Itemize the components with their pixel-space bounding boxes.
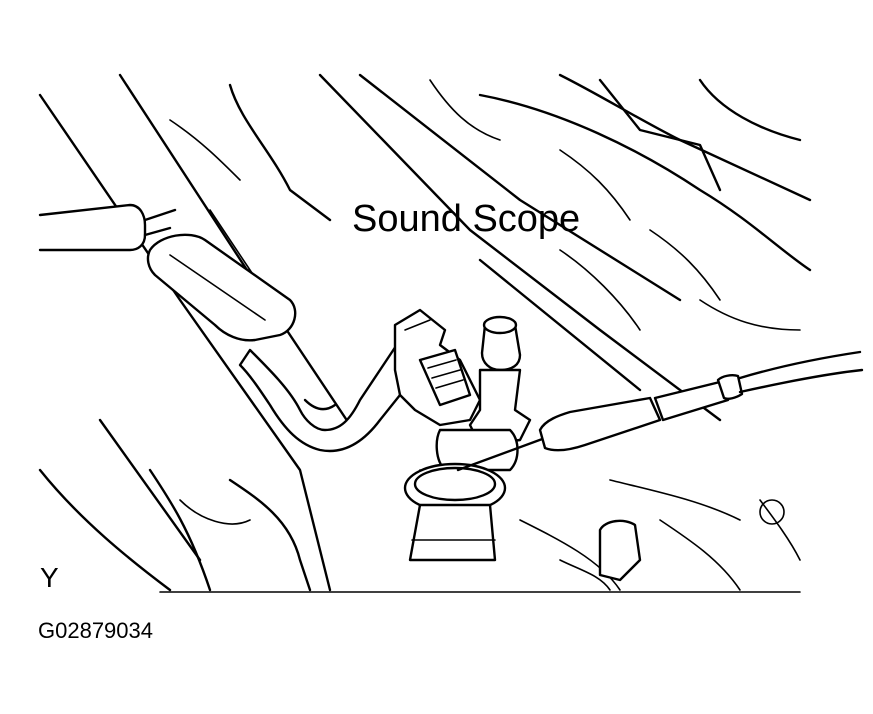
lower-bracket	[559, 519, 642, 591]
figure-code-label: G02879034	[38, 618, 153, 643]
fuel-injector	[403, 315, 532, 562]
engine-background-linework	[38, 73, 812, 592]
injector-connector	[393, 308, 482, 427]
sound-scope-callout: Sound Scope	[352, 198, 581, 240]
left-tool	[38, 203, 177, 252]
left-cover	[146, 233, 297, 342]
sound-scope-probe	[456, 350, 864, 472]
view-letter-label: Y	[40, 562, 59, 593]
